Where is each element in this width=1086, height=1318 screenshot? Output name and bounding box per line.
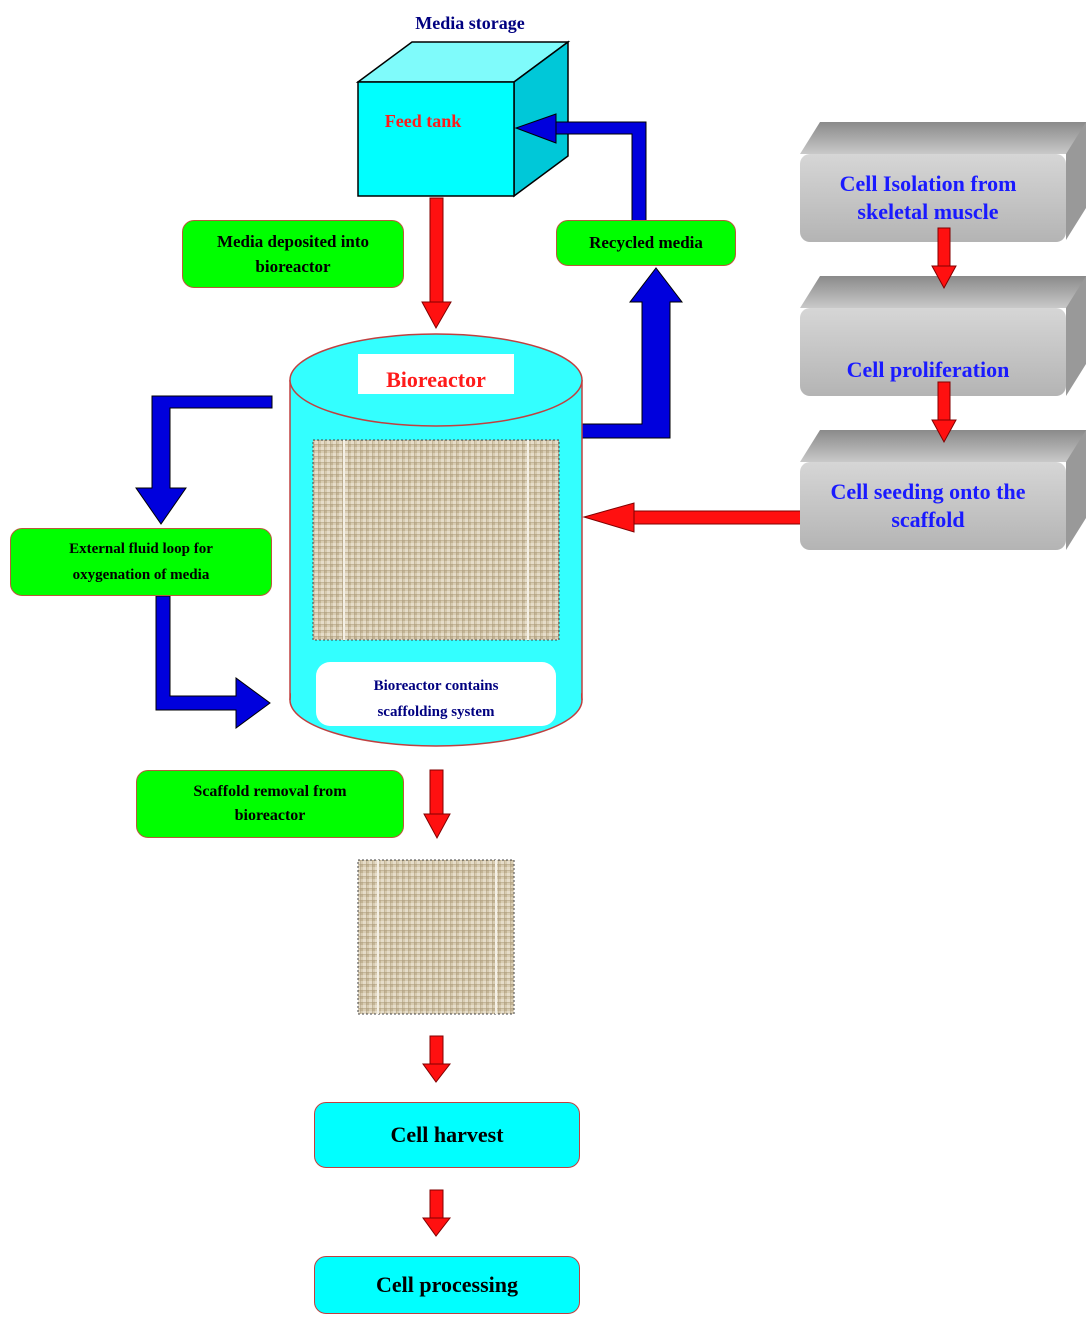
external-loop-line2: oxygenation of media — [72, 567, 210, 583]
recycled-media-label: Recycled media — [589, 233, 703, 253]
bioreactor-contains-line2: scaffolding system — [377, 703, 495, 720]
media-deposited-box: Media deposited into bioreactor — [182, 220, 404, 288]
recycled-media-box: Recycled media — [556, 220, 736, 266]
scaffold-removal-line1: Scaffold removal from — [193, 783, 347, 800]
removed-scaffold — [357, 859, 515, 1015]
media-deposited-line1: Media deposited into — [216, 231, 370, 251]
grey-block-isolation — [800, 122, 1086, 242]
cell-processing-label: Cell processing — [376, 1272, 518, 1297]
bioreactor-cylinder — [289, 333, 583, 747]
cell-seeding-line2: scaffold — [891, 506, 965, 532]
arrow-harvest-to-processing — [422, 1189, 452, 1237]
arrow-seeding-to-bioreactor — [582, 502, 803, 533]
cell-isolation-line1: Cell Isolation from — [839, 171, 1017, 196]
arrow-proliferation-to-seeding — [931, 381, 957, 444]
scaffold-removal-line2: bioreactor — [234, 807, 306, 824]
grey-block-proliferation — [800, 276, 1086, 396]
arrow-external-loop — [135, 395, 273, 729]
scaffold-removal-box: Scaffold removal from bioreactor — [136, 770, 404, 838]
media-deposited-line2: bioreactor — [255, 257, 331, 276]
arrow-bioreactor-to-scaffold — [423, 769, 451, 840]
media-storage-label: Media storage — [415, 13, 525, 33]
cell-harvest-label: Cell harvest — [390, 1122, 504, 1147]
cell-isolation-line2: skeletal muscle — [857, 198, 999, 224]
grey-block-seeding — [800, 430, 1086, 550]
cell-seeding-line1: Cell seeding onto the — [830, 479, 1026, 504]
feed-tank-cube — [355, 40, 571, 198]
arrow-scaffold-to-harvest — [422, 1035, 452, 1083]
bioreactor-contains-label: Bioreactor contains scaffolding system — [316, 674, 556, 725]
cell-processing-box: Cell processing — [314, 1256, 580, 1314]
cell-proliferation-label: Cell proliferation — [846, 357, 1010, 382]
feed-tank-label: Feed tank — [384, 111, 462, 131]
bioreactor-title: Bioreactor — [386, 367, 486, 392]
arrow-recycle — [514, 113, 684, 439]
arrow-isolation-to-proliferation — [931, 227, 957, 290]
arrow-tank-to-bioreactor — [421, 197, 452, 330]
external-loop-line1: External fluid loop for — [69, 540, 213, 557]
cell-harvest-box: Cell harvest — [314, 1102, 580, 1168]
bioreactor-contains-line1: Bioreactor contains — [373, 678, 499, 694]
external-loop-box: External fluid loop for oxygenation of me… — [10, 528, 272, 596]
